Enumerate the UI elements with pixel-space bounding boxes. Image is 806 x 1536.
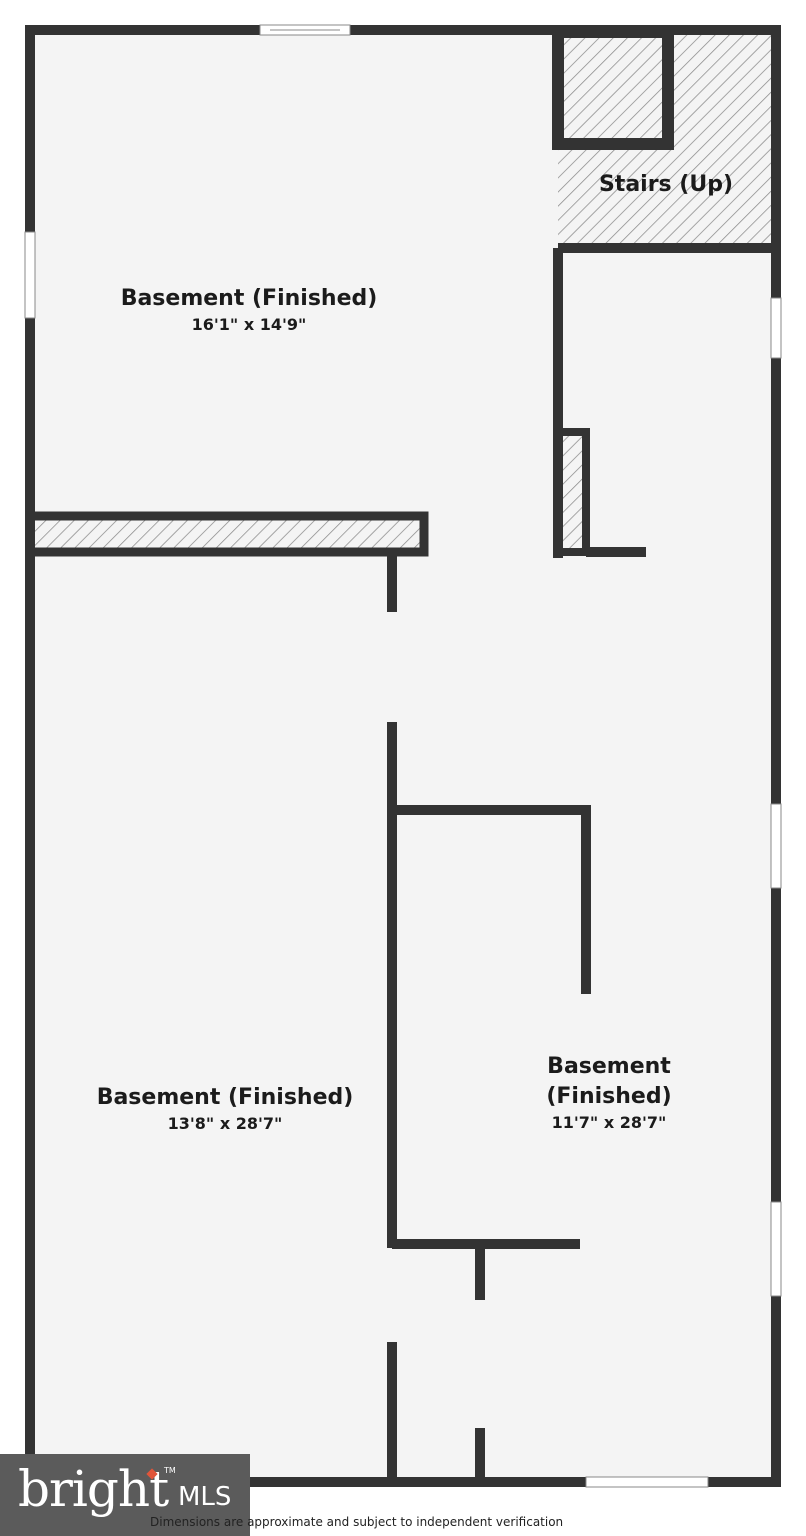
room-name: Basement (Finished) xyxy=(96,1085,354,1110)
room-label-basement-left: Basement (Finished) 13'8" x 28'7" xyxy=(56,1083,394,1135)
window-right-3 xyxy=(770,1201,782,1297)
room-name-line1: Basement xyxy=(547,1054,671,1079)
room-dimensions: 11'7" x 28'7" xyxy=(551,1113,667,1132)
window-bottom xyxy=(585,1476,709,1488)
windows xyxy=(24,24,782,1488)
room-label-basement-right: Basement (Finished) 11'7" x 28'7" xyxy=(510,1052,708,1134)
logo-mls-text: MLS xyxy=(178,1482,232,1512)
disclaimer-text: Dimensions are approximate and subject t… xyxy=(150,1515,564,1529)
interior-walls xyxy=(387,243,776,1482)
room-dimensions: 13'8" x 28'7" xyxy=(167,1114,283,1133)
room-name-line2: (Finished) xyxy=(546,1084,672,1109)
logo-wordmark: bright xyxy=(18,1460,169,1518)
room-label-stairs: Stairs (Up) xyxy=(566,170,766,200)
hatched-wall-block xyxy=(25,511,429,557)
logo-trademark: TM xyxy=(164,1466,176,1475)
room-dimensions: 16'1" x 14'9" xyxy=(191,315,307,334)
window-right-1 xyxy=(770,297,782,359)
stair-landing xyxy=(552,26,674,150)
window-left xyxy=(24,231,36,319)
room-name: Basement (Finished) xyxy=(120,286,378,311)
brightmls-logo: bright TM MLS xyxy=(0,1454,250,1536)
room-name: Stairs (Up) xyxy=(598,172,734,197)
window-right-2 xyxy=(770,803,782,889)
room-label-basement-top: Basement (Finished) 16'1" x 14'9" xyxy=(80,284,418,336)
